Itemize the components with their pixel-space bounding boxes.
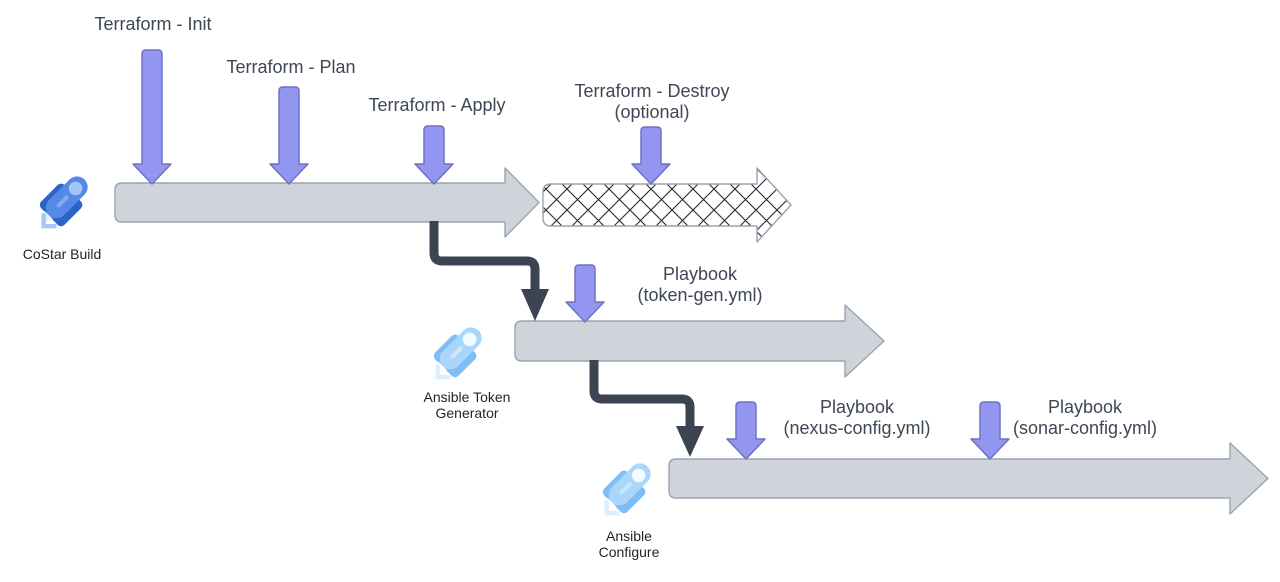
caption-ansible-configure: Ansible Configure xyxy=(599,528,660,560)
terraform-init-arrow-icon xyxy=(132,49,172,185)
connector-apply-to-token xyxy=(429,221,549,321)
label-playbook-token-gen-line1: Playbook xyxy=(662,264,738,284)
playbook-sonar-arrow-icon xyxy=(970,401,1010,460)
caption-ansible-token-generator: Ansible Token Generator xyxy=(424,389,511,421)
connector-arrowhead-icon xyxy=(676,426,704,457)
label-terraform-destroy: Terraform - Destroy (optional) xyxy=(574,81,729,123)
ansible-token-generator-rocket-icon xyxy=(433,327,482,380)
caption-ansible-configure-line2: Configure xyxy=(598,544,660,560)
caption-ansible-configure-line1: Ansible xyxy=(606,528,652,544)
label-playbook-sonar: Playbook (sonar-config.yml) xyxy=(1013,397,1157,439)
configure-pipeline-arrow xyxy=(668,442,1269,515)
label-playbook-nexus: Playbook (nexus-config.yml) xyxy=(783,397,930,439)
costar-build-rocket-icon xyxy=(39,176,88,229)
playbook-nexus-arrow-icon xyxy=(726,401,766,460)
label-terraform-destroy-line1: Terraform - Destroy xyxy=(574,81,730,101)
terraform-destroy-optional-arrow xyxy=(542,167,792,243)
label-playbook-sonar-line1: Playbook xyxy=(1047,397,1123,417)
label-playbook-token-gen: Playbook (token-gen.yml) xyxy=(637,264,762,306)
label-terraform-plan: Terraform - Plan xyxy=(226,57,356,77)
label-playbook-nexus-line2: (nexus-config.yml) xyxy=(783,418,931,438)
label-terraform-destroy-line2: (optional) xyxy=(614,102,690,122)
label-playbook-sonar-line2: (sonar-config.yml) xyxy=(1012,418,1158,438)
terraform-plan-arrow-icon xyxy=(269,86,309,185)
costar-pipeline-arrow xyxy=(114,167,540,238)
connector-token-to-configure xyxy=(589,360,704,457)
ansible-configure-rocket-icon xyxy=(602,463,651,516)
caption-ansible-token-line2: Generator xyxy=(435,405,499,421)
caption-costar-build: CoStar Build xyxy=(22,246,102,262)
caption-ansible-token-line1: Ansible Token xyxy=(423,389,511,405)
terraform-apply-arrow-icon xyxy=(414,125,454,185)
label-playbook-token-gen-line2: (token-gen.yml) xyxy=(637,285,763,305)
connector-arrowhead-icon xyxy=(521,289,549,321)
label-terraform-apply: Terraform - Apply xyxy=(368,95,506,115)
label-playbook-nexus-line1: Playbook xyxy=(819,397,895,417)
playbook-token-gen-arrow-icon xyxy=(565,264,605,323)
terraform-destroy-arrow-icon xyxy=(631,126,671,185)
token-pipeline-arrow xyxy=(514,304,885,378)
label-terraform-init: Terraform - Init xyxy=(94,14,212,34)
